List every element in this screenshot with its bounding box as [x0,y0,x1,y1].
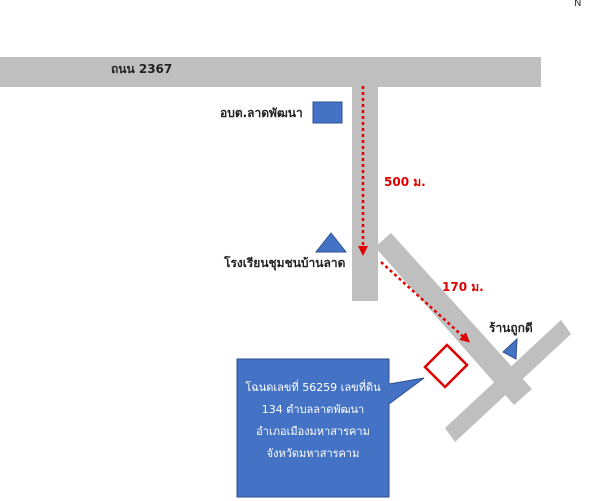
shop-label: ร้านถูกดี [489,321,533,336]
callout-line-1: โฉนดเลขที่ 56259 เลขที่ดิน [245,379,381,394]
distance-label-500m: 500 ม. [384,175,426,189]
land-plot-marker [423,343,469,389]
callout-line-2: 134 ตำบลลาดพัฒนา [262,403,364,416]
sao-office-label: อบต.ลาดพัฒนา [220,106,303,120]
road-2367-label: ถนน 2367 [111,62,172,76]
land-deed-callout [236,358,425,498]
route-arrow-diagonal [380,261,470,343]
callout-line-3: อำเภอเมืองมหาสารคาม [256,425,370,438]
distance-label-170m: 170 ม. [442,280,484,294]
north-marker: N [574,0,581,9]
school-marker [314,232,348,253]
shop-marker [502,337,518,360]
callout-line-4: จังหวัดมหาสารคาม [267,447,360,460]
main-road-2367 [0,57,541,87]
side-road-diagonal [375,233,532,405]
sao-office-marker [312,101,343,124]
school-label: โรงเรียนชุมชนบ้านลาด [223,255,346,271]
cross-road [445,320,571,442]
side-road-vertical [352,85,378,301]
